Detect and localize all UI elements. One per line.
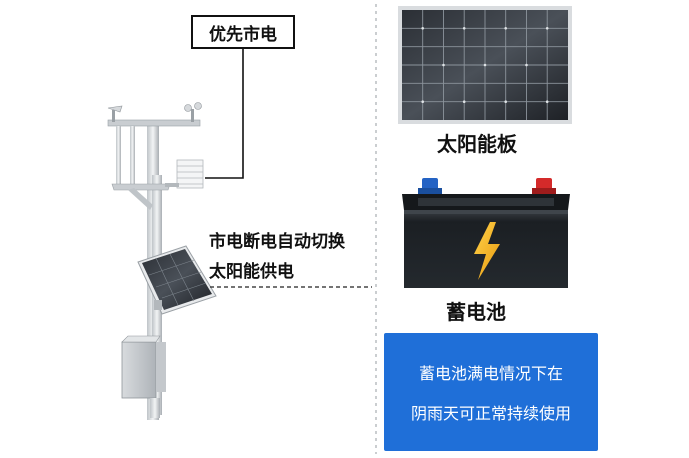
solar-panel-image [398, 6, 572, 124]
battery-image [402, 178, 570, 288]
sensor-crossarm [107, 102, 202, 210]
control-box [121, 335, 166, 418]
grid-power-label: 优先市电 [191, 15, 295, 49]
battery-info-box: 蓄电池满电情况下在 阴雨天可正常持续使用 [384, 333, 598, 451]
solar-panel-caption: 太阳能板 [437, 132, 517, 156]
info-text-line1: 蓄电池满电情况下在 [418, 364, 563, 383]
battery-caption: 蓄电池 [446, 300, 506, 324]
solar-supply-text: 太阳能供电 [209, 262, 294, 282]
callout-line [205, 49, 244, 179]
info-text-line2: 阴雨天可正常持续使用 [410, 404, 571, 423]
pole-solar-panel [137, 245, 217, 315]
radiation-shield [165, 159, 204, 189]
auto-switch-text: 市电断电自动切换 [209, 232, 345, 252]
lightning-bolt-icon [474, 222, 500, 280]
